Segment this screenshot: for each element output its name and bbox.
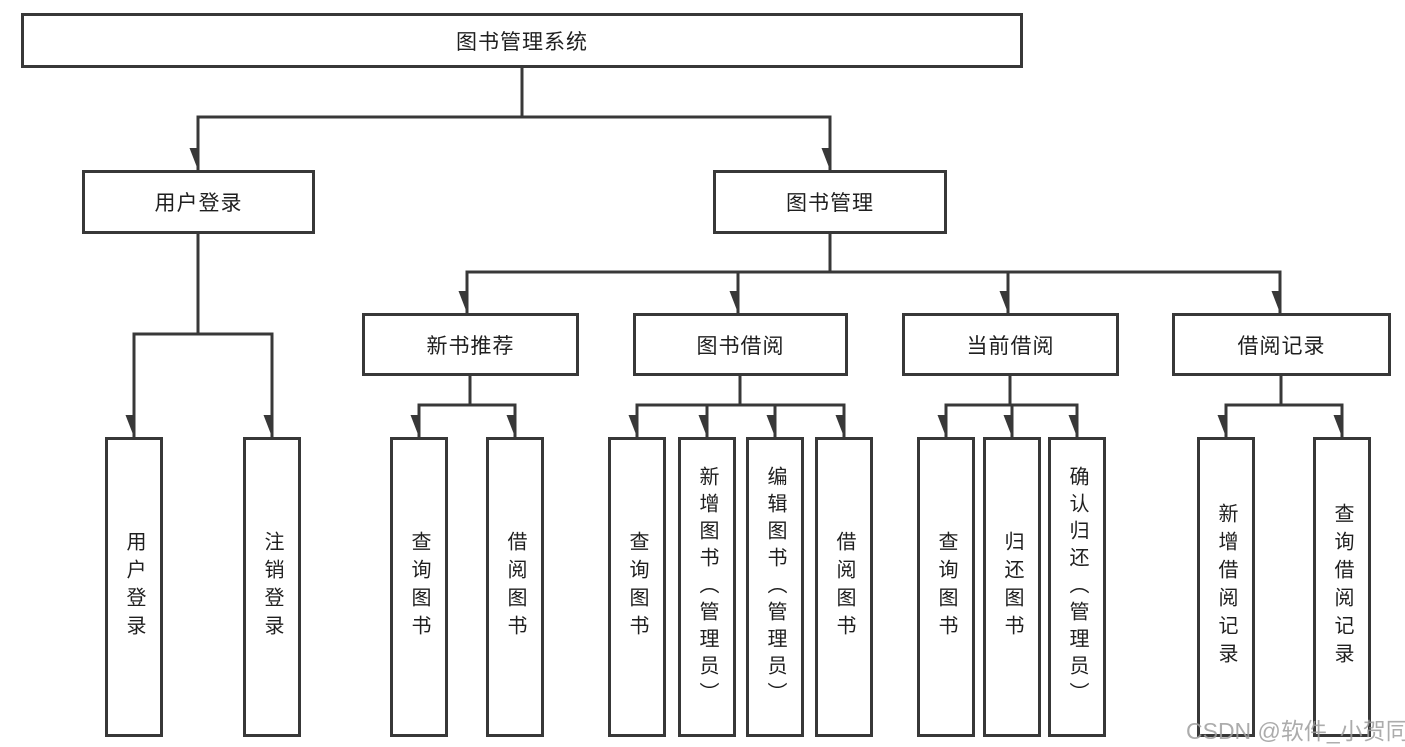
leaf-add-books-admin-label: 新增图书（管理员）: [696, 465, 718, 709]
leaf-logout: 注销登录: [243, 437, 301, 737]
node-book-borrowing: 图书借阅: [633, 313, 848, 376]
leaf-user-login: 用户登录: [105, 437, 163, 737]
leaf-query-books-current-label: 查询图书: [935, 531, 957, 643]
node-book-borrowing-label: 图书借阅: [696, 334, 785, 358]
leaf-return-books: 归还图书: [983, 437, 1041, 737]
node-user-login: 用户登录: [82, 170, 315, 234]
leaf-query-books-current: 查询图书: [917, 437, 975, 737]
node-borrowing-records: 借阅记录: [1172, 313, 1391, 376]
leaf-borrow-books-label: 借阅图书: [833, 531, 855, 643]
leaf-borrow-books-recommend-label: 借阅图书: [504, 531, 526, 643]
leaf-confirm-return-admin-label: 确认归还（管理员）: [1066, 465, 1088, 709]
leaf-add-borrow-record: 新增借阅记录: [1197, 437, 1255, 737]
leaf-add-books-admin: 新增图书（管理员）: [678, 437, 736, 737]
node-new-book-recommend-label: 新书推荐: [426, 334, 515, 358]
node-new-book-recommend: 新书推荐: [362, 313, 579, 376]
leaf-logout-label: 注销登录: [261, 531, 283, 643]
leaf-add-borrow-record-label: 新增借阅记录: [1215, 503, 1237, 671]
leaf-edit-books-admin: 编辑图书（管理员）: [746, 437, 804, 737]
leaf-query-books-borrowing-label: 查询图书: [626, 531, 648, 643]
node-root: 图书管理系统: [21, 13, 1023, 68]
node-root-label: 图书管理系统: [456, 30, 588, 54]
leaf-return-books-label: 归还图书: [1001, 531, 1023, 643]
node-user-login-label: 用户登录: [154, 192, 243, 215]
leaf-borrow-books: 借阅图书: [815, 437, 873, 737]
node-borrowing-records-label: 借阅记录: [1237, 334, 1326, 358]
leaf-query-books-recommend-label: 查询图书: [408, 531, 430, 643]
leaf-query-books-borrowing: 查询图书: [608, 437, 666, 737]
node-current-borrowing: 当前借阅: [902, 313, 1119, 376]
leaf-edit-books-admin-label: 编辑图书（管理员）: [764, 465, 786, 709]
node-book-management: 图书管理: [713, 170, 947, 234]
node-current-borrowing-label: 当前借阅: [966, 334, 1055, 358]
csdn-watermark: CSDN @软件_小贺同学: [1186, 718, 1405, 744]
leaf-confirm-return-admin: 确认归还（管理员）: [1048, 437, 1106, 737]
leaf-query-borrow-record-label: 查询借阅记录: [1331, 503, 1353, 671]
leaf-user-login-label: 用户登录: [123, 531, 145, 643]
leaf-borrow-books-recommend: 借阅图书: [486, 437, 544, 737]
leaf-query-borrow-record: 查询借阅记录: [1313, 437, 1371, 737]
node-book-management-label: 图书管理: [786, 192, 874, 215]
leaf-query-books-recommend: 查询图书: [390, 437, 448, 737]
